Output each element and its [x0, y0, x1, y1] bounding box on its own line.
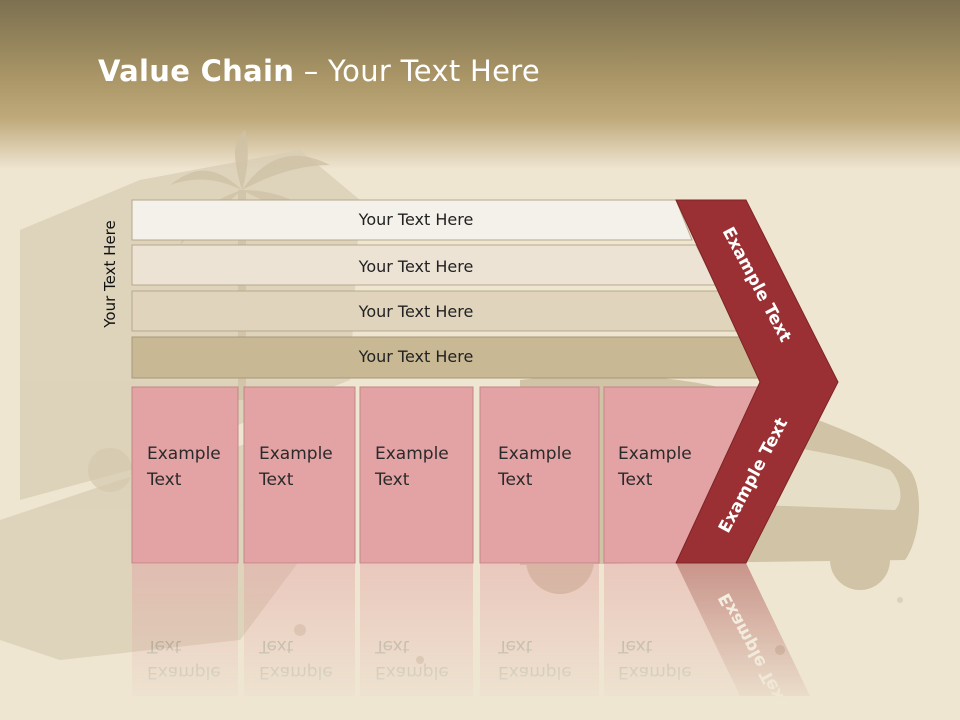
reflection-box-5-line2: Text — [617, 636, 653, 656]
support-row-1-label: Your Text Here — [358, 210, 474, 229]
primary-box-1 — [131, 386, 239, 564]
reflection-box-2-line1: Example — [259, 662, 333, 682]
slide-title-rest: – Your Text Here — [294, 54, 540, 88]
support-row-1 — [131, 199, 693, 241]
primary-box-4-line2: Text — [497, 470, 533, 490]
primary-box-2-line2: Text — [258, 470, 294, 490]
diagram-reflection: Example Text Example Text Example Text E… — [132, 563, 810, 711]
support-row-3-label: Your Text Here — [358, 302, 474, 321]
support-row-4-label: Your Text Here — [358, 347, 474, 366]
header-band — [0, 0, 960, 170]
primary-box-3-line2: Text — [374, 470, 410, 490]
primary-box-2 — [243, 386, 356, 564]
support-row-2-label: Your Text Here — [358, 257, 474, 276]
slide-title-bold: Value Chain — [98, 54, 295, 88]
slide-title: Value Chain – Your Text Here — [98, 54, 540, 88]
primary-box-3-line1: Example — [375, 444, 449, 464]
reflection-box-3-line1: Example — [375, 662, 449, 682]
reflection-box-2-line2: Text — [258, 636, 294, 656]
reflection-box-1-line1: Example — [147, 662, 221, 682]
primary-box-4-line1: Example — [498, 444, 572, 464]
primary-box-5-line2: Text — [617, 470, 653, 490]
reflection-box-1-line2: Text — [146, 636, 182, 656]
reflection-box-4-line2: Text — [497, 636, 533, 656]
primary-box-1-line2: Text — [146, 470, 182, 490]
primary-box-5-line1: Example — [618, 444, 692, 464]
primary-box-1-line1: Example — [147, 444, 221, 464]
reflection-box-5-line1: Example — [618, 662, 692, 682]
reflection-box-3-line2: Text — [374, 636, 410, 656]
primary-box-2-line1: Example — [259, 444, 333, 464]
primary-box-4 — [479, 386, 600, 564]
reflection-box-4-line1: Example — [498, 662, 572, 682]
primary-box-3 — [359, 386, 474, 564]
